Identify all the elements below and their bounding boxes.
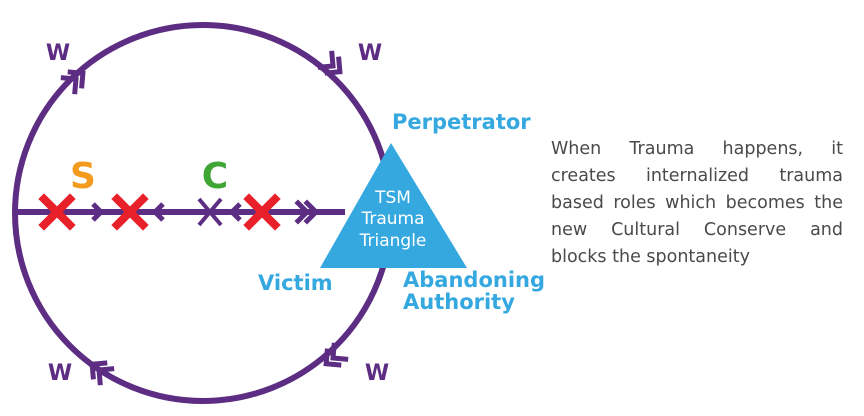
perpetrator-label: Perpetrator bbox=[392, 110, 531, 134]
double-arrow-icon bbox=[320, 53, 345, 78]
arrow-left-icon bbox=[228, 202, 242, 222]
c-letter: C bbox=[202, 156, 228, 197]
arrow-right-icon bbox=[91, 202, 105, 222]
triangle-line-3: Triangle bbox=[359, 231, 427, 251]
purple-x-icon bbox=[197, 197, 223, 227]
victim-label: Victim bbox=[258, 271, 333, 295]
tsm-trauma-triangle bbox=[320, 143, 467, 268]
authority-label: Authority bbox=[403, 290, 515, 314]
s-letter: S bbox=[70, 156, 96, 197]
w-label-top-left: W bbox=[46, 41, 70, 66]
w-label-bottom-left: W bbox=[48, 361, 72, 386]
description-text: When Trauma happens, it creates internal… bbox=[551, 139, 843, 267]
w-label-bottom-right: W bbox=[365, 361, 389, 386]
double-arrow-icon bbox=[320, 345, 345, 370]
arrow-left-icon bbox=[151, 202, 165, 222]
abandoning-label: Abandoning bbox=[403, 268, 545, 292]
triangle-line-2: Trauma bbox=[360, 209, 424, 229]
w-label-top-right: W bbox=[358, 41, 382, 66]
triangle-line-1: TSM bbox=[374, 188, 411, 208]
